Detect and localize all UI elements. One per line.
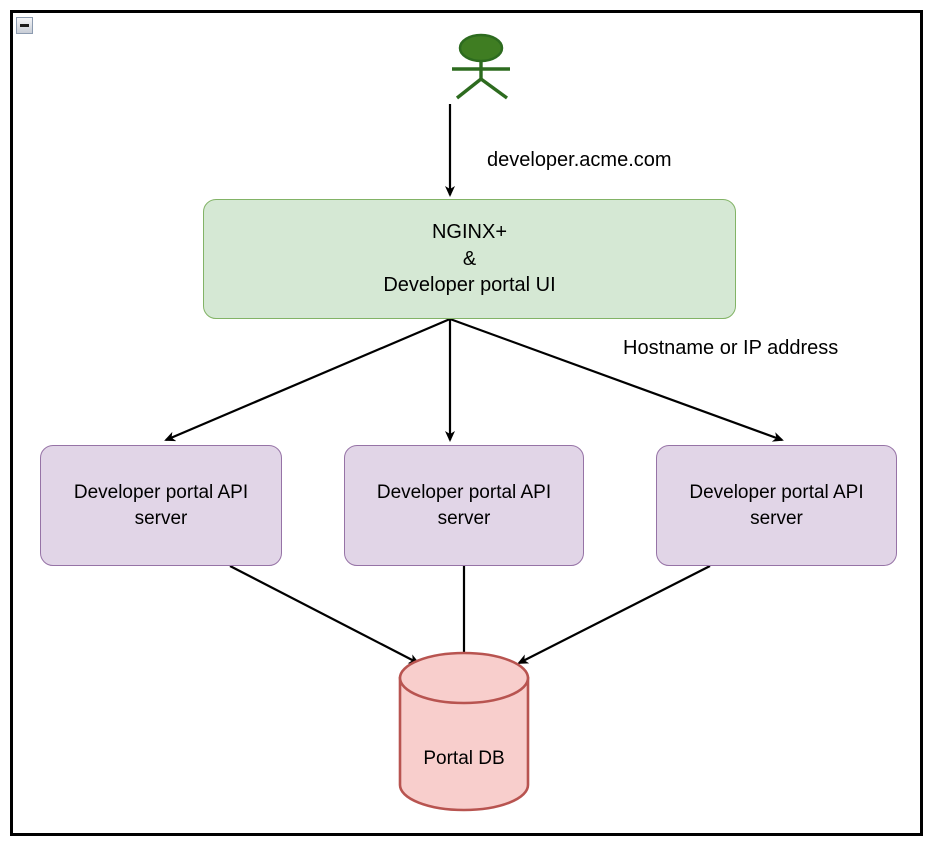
node-line-1: Developer portal API xyxy=(73,482,249,504)
edge-nginx-to-api-1 xyxy=(164,317,451,442)
portal-db-cylinder[interactable] xyxy=(398,651,530,812)
edge-nginx-to-api-3 xyxy=(449,317,784,442)
node-api-server-1-text: Developer portal API server xyxy=(74,480,248,530)
node-line-2: & xyxy=(462,247,477,270)
node-api-server-2-text: Developer portal API server xyxy=(377,480,551,530)
node-line-1: NGINX+ xyxy=(431,221,508,244)
node-api-server-3-text: Developer portal API server xyxy=(689,480,863,530)
node-nginx-portal-ui[interactable]: NGINX+ & Developer portal UI xyxy=(203,199,736,319)
node-line-2: server xyxy=(134,507,188,529)
node-api-server-2[interactable]: Developer portal API server xyxy=(344,445,584,566)
node-line-1: Developer portal API xyxy=(689,482,864,504)
edge-api-1-to-db xyxy=(229,565,420,664)
edge-label-hostname: Hostname or IP address xyxy=(623,337,839,359)
stick-figure-icon xyxy=(452,33,510,100)
node-nginx-portal-ui-text: NGINX+ & Developer portal UI xyxy=(383,219,555,298)
collapse-button[interactable] xyxy=(16,17,33,34)
node-api-server-1[interactable]: Developer portal API server xyxy=(40,445,282,566)
node-line-2: server xyxy=(750,507,803,529)
node-line-3: Developer portal UI xyxy=(383,274,556,297)
portal-db-label: Portal DB xyxy=(423,748,505,769)
minus-icon xyxy=(20,24,29,27)
node-line-1: Developer portal API xyxy=(376,482,552,504)
edge-api-3-to-db xyxy=(517,565,711,664)
node-api-server-3[interactable]: Developer portal API server xyxy=(656,445,897,566)
node-line-2: server xyxy=(437,507,491,529)
edge-label-developer-domain: developer.acme.com xyxy=(487,149,672,171)
